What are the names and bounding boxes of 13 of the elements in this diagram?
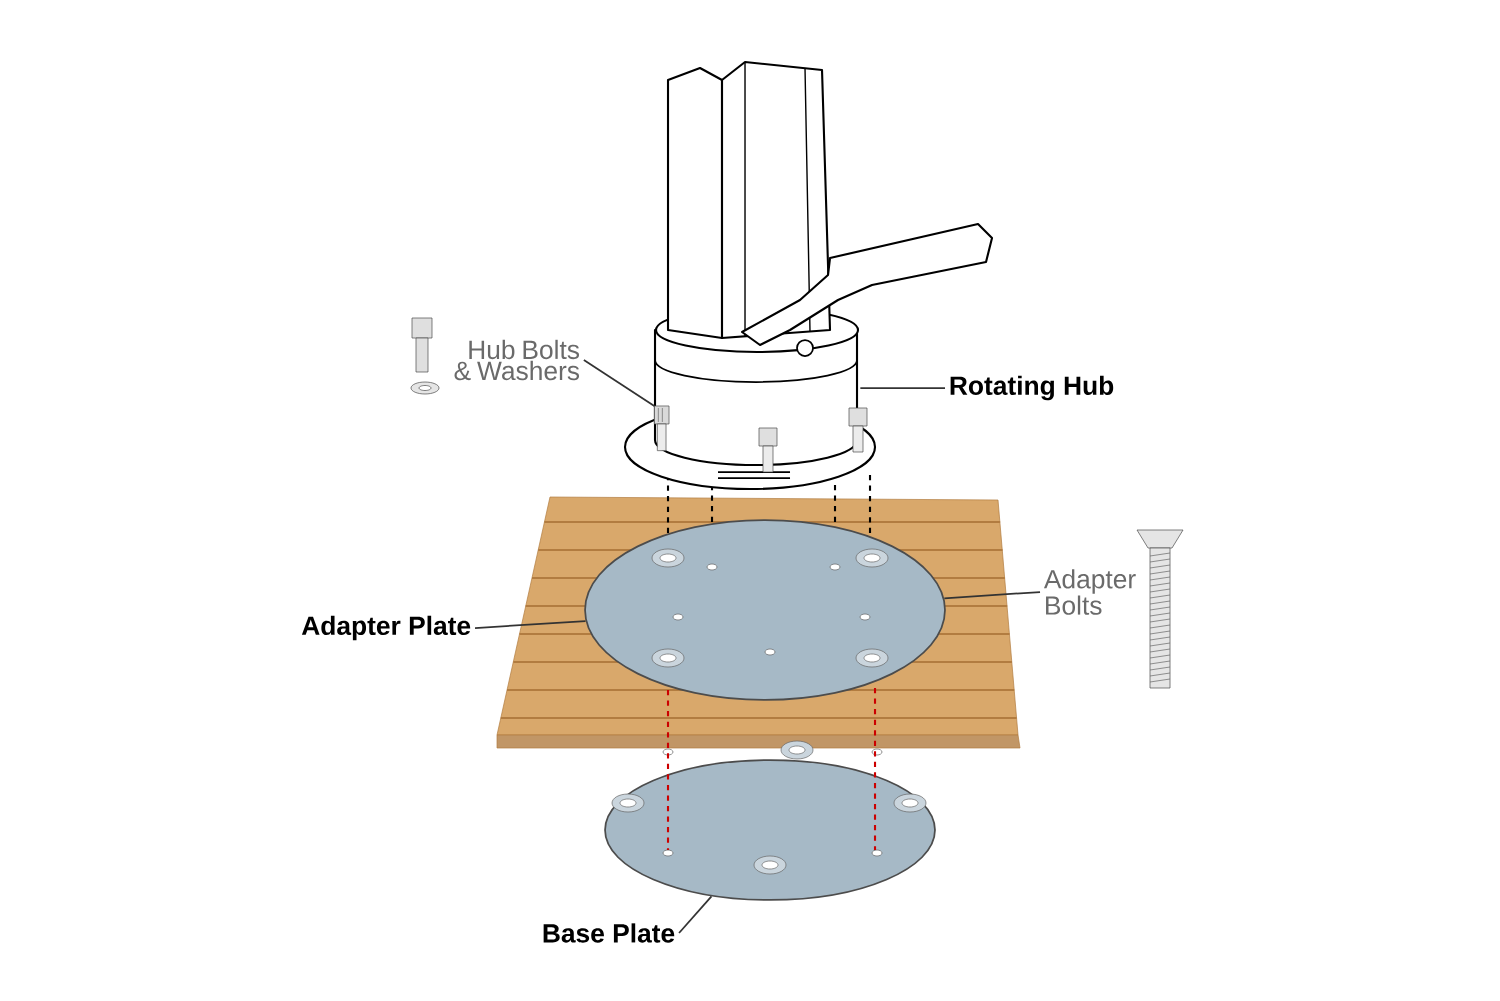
plate-drawing	[584, 519, 946, 701]
bolt-drawing	[654, 405, 670, 452]
part-label: Hub Bolts & Washers	[454, 339, 580, 381]
part-label: Base Plate	[543, 923, 675, 943]
part-label: Adapter Bolts	[1043, 569, 1136, 615]
plate-drawing	[604, 740, 936, 901]
part-label: Rotating Hub	[950, 375, 1114, 401]
part-label: Adapter Plate	[301, 615, 471, 641]
leader-line	[859, 387, 946, 389]
leader-line	[678, 895, 713, 934]
leader-line	[583, 359, 656, 407]
leader-line	[943, 591, 1041, 600]
leader-line	[474, 620, 587, 629]
